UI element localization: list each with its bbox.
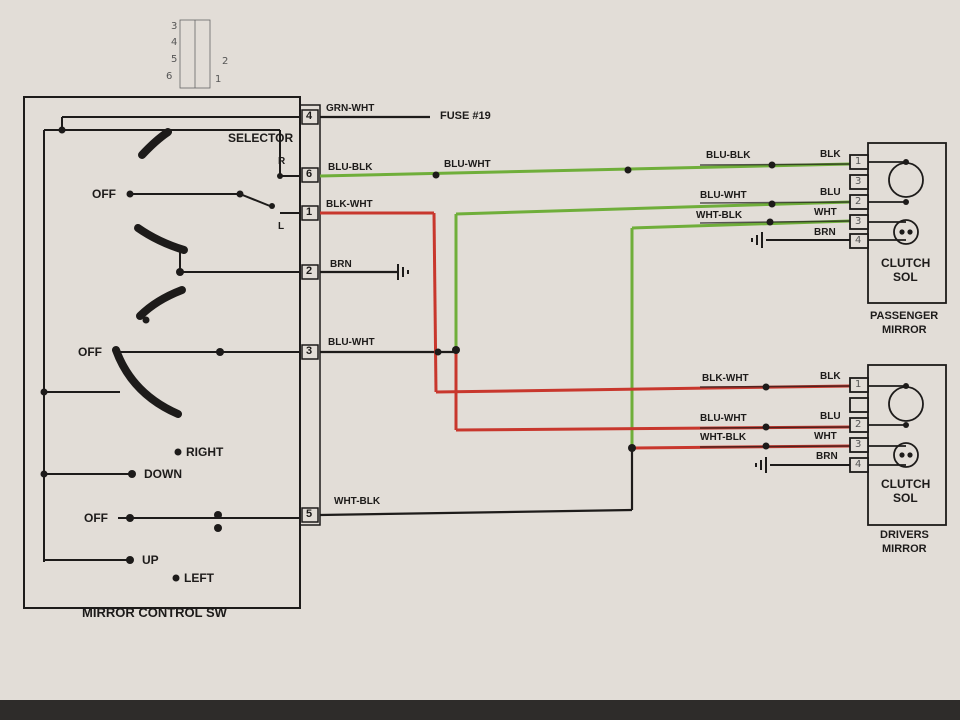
passenger-clutch-label: CLUTCH [881,256,931,270]
drivers-term-wht: WHT [814,431,837,442]
handwritten-row-2: 4 [171,37,178,48]
wire-label-blu-blk: BLU-BLK [328,162,373,173]
ground-symbol-drivers [755,457,850,473]
passenger-pin: 3 [855,176,862,187]
passenger-pin: 3 [855,216,862,227]
ground-symbol-switch [397,264,409,280]
drivers-wire-wht-blk: WHT-BLK [700,432,747,443]
off-upper-label: OFF [78,345,102,359]
pin-number: 4 [306,110,313,122]
green-wires [319,162,851,448]
handwritten-pinout [179,19,211,89]
passenger-pin: 4 [855,235,862,246]
passenger-term-brn: BRN [814,227,836,238]
passenger-term-blu: BLU [820,187,841,198]
handwritten-row-3: 5 [171,54,178,65]
wire-label-blu-wht: BLU-WHT [444,159,491,170]
wire-label-blk-wht: BLK-WHT [326,199,373,210]
passenger-wire-wht-blk: WHT-BLK [696,210,743,221]
connector-strip [299,104,321,526]
passenger-pin: 1 [855,156,862,167]
drivers-term-brn: BRN [816,451,838,462]
passenger-wire-blu-blk: BLU-BLK [706,150,751,161]
drivers-wire-blu-wht: BLU-WHT [700,413,747,424]
ground-symbol-passenger [751,232,850,248]
passenger-mirror-title: PASSENGER [870,310,939,322]
black-wires [319,115,634,517]
pin-number: 2 [306,265,313,277]
drivers-clutch-label: CLUTCH [881,477,931,491]
drivers-pin: 2 [855,419,862,430]
switch-dots [40,126,283,582]
wire-label-grn-wht: GRN-WHT [326,103,375,114]
wire-label-brn: BRN [330,259,352,270]
passenger-term-wht: WHT [814,207,837,218]
drivers-term-blk: BLK [820,371,841,382]
drivers-pin: 3 [855,439,862,450]
pin-number: 1 [306,206,313,218]
handwritten-row-1: 3 [171,21,178,32]
handwritten-mark-1: 1 [215,74,222,85]
pin-number: 6 [306,168,313,180]
drivers-term-blu: BLU [820,411,841,422]
connector-pins [301,109,319,523]
passenger-pin: 2 [855,196,862,207]
switch-title: MIRROR CONTROL SW [82,605,227,620]
right-label: RIGHT [186,445,224,459]
drivers-sol-label: SOL [893,491,918,505]
drivers-mirror-title: DRIVERS [880,529,929,541]
drivers-mirror-unit [849,364,947,526]
passenger-wire-blu-wht: BLU-WHT [700,190,747,201]
passenger-term-blk: BLK [820,149,841,160]
selector-r-label: R [278,156,286,167]
off-selector-label: OFF [92,187,116,201]
drivers-mirror-title-2: MIRROR [882,543,927,555]
table-edge [0,700,960,720]
down-label: DOWN [144,467,182,481]
left-label: LEFT [184,571,214,585]
wire-junctions [432,161,776,452]
switch-contacts [112,128,188,418]
handwritten-row-4: 6 [166,71,173,82]
passenger-mirror-title-2: MIRROR [882,324,927,336]
fuse-label: FUSE #19 [440,110,491,122]
off-lower-label: OFF [84,511,108,525]
drivers-wire-blk-wht: BLK-WHT [702,373,749,384]
wire-label-wht-blk: WHT-BLK [334,496,381,507]
passenger-sol-label: SOL [893,270,918,284]
pin-number: 5 [306,508,313,520]
drivers-pin: 1 [855,379,862,390]
wire-label-blu-wht-3: BLU-WHT [328,337,375,348]
handwritten-mark-2: 2 [222,56,229,67]
pin-number: 3 [306,345,313,357]
up-label: UP [142,553,159,567]
selector-l-label: L [278,221,285,232]
drivers-pin: 4 [855,459,862,470]
passenger-mirror-unit [849,142,947,304]
selector-label: SELECTOR [228,131,294,145]
